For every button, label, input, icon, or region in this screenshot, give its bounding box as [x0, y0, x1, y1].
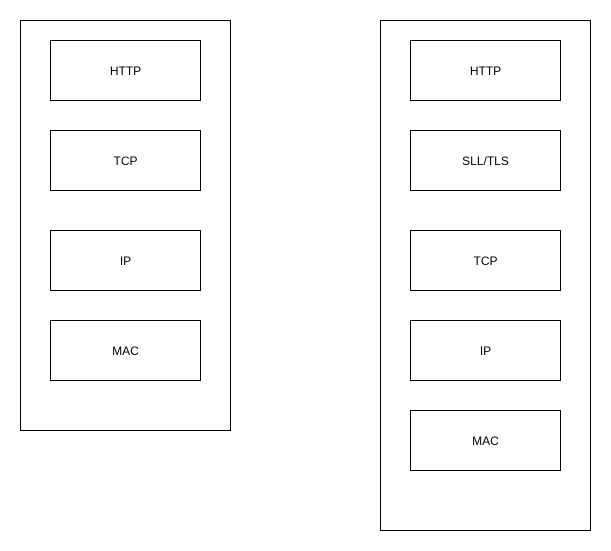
right-layer-tcp: TCP [410, 230, 561, 291]
right-layer-http: HTTP [410, 40, 561, 101]
layer-label: MAC [472, 433, 499, 448]
layer-label: TCP [113, 153, 138, 168]
layer-label: TCP [473, 253, 498, 268]
layer-label: MAC [112, 343, 139, 358]
right-layer-ssl-tls: SLL/TLS [410, 130, 561, 191]
layer-label: HTTP [469, 63, 502, 78]
layer-label: HTTP [109, 63, 142, 78]
left-layer-mac: MAC [50, 320, 201, 381]
right-layer-ip: IP [410, 320, 561, 381]
layer-label: SLL/TLS [462, 153, 509, 168]
left-protocol-stack: HTTP TCP IP MAC [20, 20, 231, 431]
left-layer-ip: IP [50, 230, 201, 291]
right-layer-mac: MAC [410, 410, 561, 471]
layer-label: IP [119, 253, 132, 268]
layer-label: IP [479, 343, 492, 358]
right-protocol-stack: HTTP SLL/TLS TCP IP MAC [380, 20, 591, 531]
left-layer-http: HTTP [50, 40, 201, 101]
left-layer-tcp: TCP [50, 130, 201, 191]
